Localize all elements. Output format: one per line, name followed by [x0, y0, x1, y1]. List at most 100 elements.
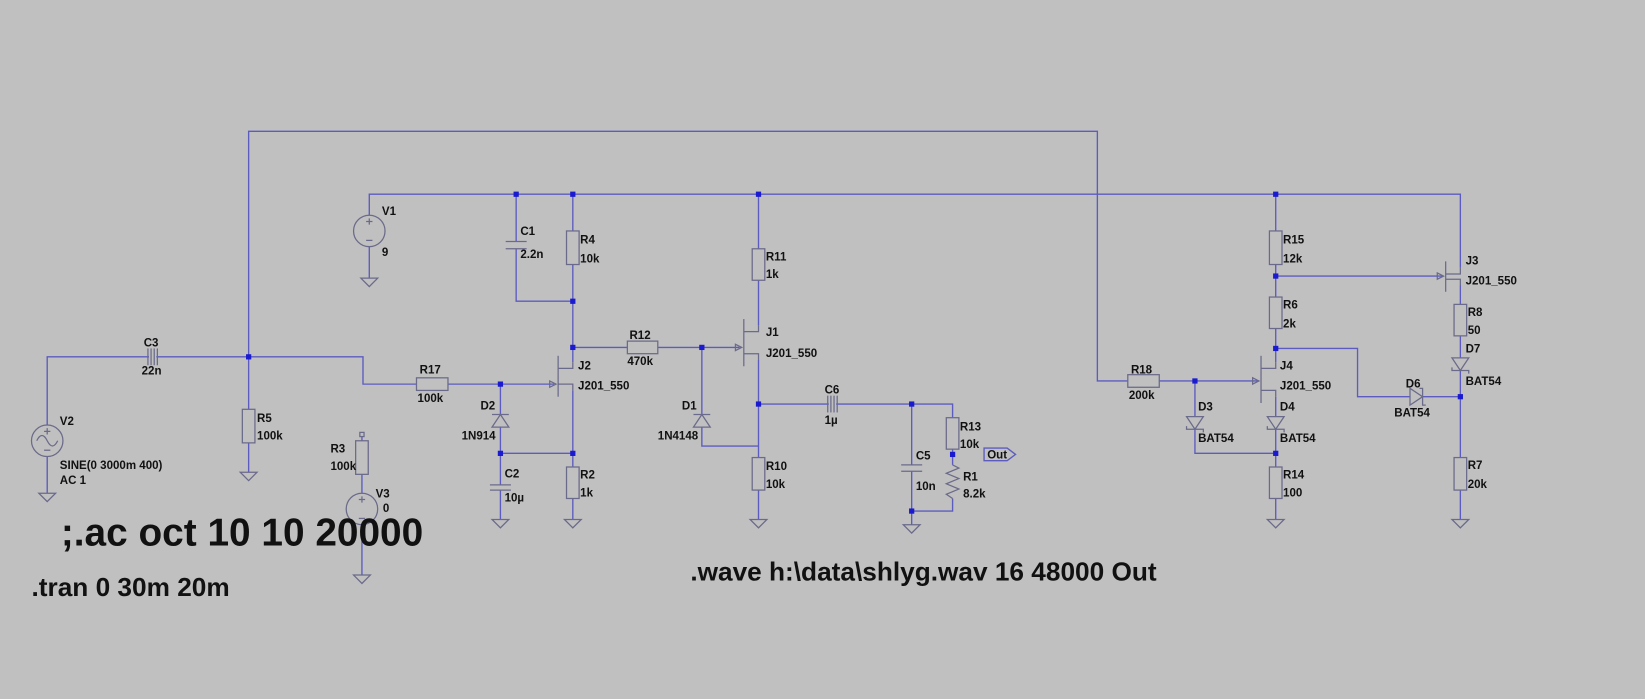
jfet[interactable] — [1436, 261, 1461, 292]
resistor[interactable] — [751, 248, 766, 281]
label-r5-value[interactable]: 100k — [257, 431, 283, 443]
label-r2-value[interactable]: 1k — [580, 487, 593, 499]
label-c6-value[interactable]: 1µ — [825, 415, 838, 427]
diode[interactable] — [1409, 387, 1426, 407]
label-r6-value[interactable]: 2k — [1283, 318, 1296, 330]
label-r4-value[interactable]: 10k — [580, 253, 600, 265]
label-d3-value[interactable]: BAT54 — [1198, 433, 1234, 445]
label-r1-name[interactable]: R1 — [963, 472, 978, 484]
resistor[interactable] — [1268, 296, 1283, 330]
capacitor[interactable] — [147, 348, 158, 366]
label-v2-ac[interactable]: AC 1 — [60, 475, 87, 487]
label-r4-name[interactable]: R4 — [580, 235, 595, 247]
voltage-source[interactable] — [352, 214, 386, 248]
label-d7-value[interactable]: BAT54 — [1466, 376, 1502, 388]
diode[interactable] — [490, 413, 510, 428]
label-r13-value[interactable]: 10k — [960, 439, 980, 451]
label-d6-value[interactable]: BAT54 — [1394, 408, 1430, 420]
label-r5-name[interactable]: R5 — [257, 413, 272, 425]
label-j2-name[interactable]: J2 — [578, 360, 591, 372]
label-r6-name[interactable]: R6 — [1283, 300, 1298, 312]
diode[interactable] — [1450, 357, 1470, 374]
label-r7-name[interactable]: R7 — [1468, 460, 1483, 472]
label-c6-name[interactable]: C6 — [825, 385, 840, 397]
label-d1-value[interactable]: 1N4148 — [658, 431, 699, 443]
resistor[interactable] — [1453, 303, 1468, 337]
label-r12-name[interactable]: R12 — [629, 330, 650, 342]
resistor[interactable] — [355, 440, 369, 475]
label-c2-value[interactable]: 10µ — [505, 493, 524, 505]
label-c5-value[interactable]: 10n — [916, 481, 936, 493]
label-j3-name[interactable]: J3 — [1466, 256, 1479, 268]
label-d6-name[interactable]: D6 — [1406, 378, 1421, 390]
resistor[interactable] — [241, 408, 256, 444]
label-r8-value[interactable]: 50 — [1468, 325, 1481, 337]
jfet[interactable] — [1252, 355, 1277, 404]
label-r11-name[interactable]: R11 — [766, 251, 787, 263]
capacitor[interactable] — [505, 240, 527, 250]
jfet[interactable] — [549, 355, 574, 397]
label-r1-value[interactable]: 8.2k — [963, 488, 986, 500]
label-d2-value[interactable]: 1N914 — [462, 431, 497, 443]
label-r18-value[interactable]: 200k — [1129, 390, 1155, 402]
label-r10-value[interactable]: 10k — [766, 479, 786, 491]
capacitor[interactable] — [901, 464, 923, 472]
label-r2-name[interactable]: R2 — [580, 470, 595, 482]
resistor[interactable] — [1453, 456, 1468, 491]
label-j1-name[interactable]: J1 — [766, 327, 779, 339]
diode[interactable] — [1185, 416, 1205, 433]
resistor-r1[interactable] — [944, 464, 961, 499]
resistor[interactable] — [1127, 374, 1160, 388]
label-r14-name[interactable]: R14 — [1283, 470, 1305, 482]
resistor[interactable] — [565, 466, 580, 500]
label-r18-name[interactable]: R18 — [1131, 365, 1153, 377]
label-d4-name[interactable]: D4 — [1280, 401, 1295, 413]
label-j4-value[interactable]: J201_550 — [1280, 380, 1331, 392]
capacitor[interactable] — [827, 395, 838, 413]
resistor[interactable] — [751, 456, 766, 491]
resistor[interactable] — [415, 377, 449, 392]
voltage-source[interactable] — [345, 492, 379, 526]
label-d1-name[interactable]: D1 — [682, 400, 697, 412]
label-v3-name[interactable]: V3 — [376, 488, 390, 500]
diode[interactable] — [692, 413, 712, 428]
label-c1-value[interactable]: 2.2n — [520, 249, 543, 261]
net-label-out[interactable]: Out — [983, 447, 1017, 462]
directive-tran[interactable]: .tran 0 30m 20m — [31, 572, 229, 602]
label-r17-value[interactable]: 100k — [418, 393, 444, 405]
label-v2-name[interactable]: V2 — [60, 416, 74, 428]
label-d4-value[interactable]: BAT54 — [1280, 433, 1316, 445]
label-r17-name[interactable]: R17 — [420, 365, 441, 377]
resistor[interactable] — [1268, 466, 1283, 500]
resistor[interactable] — [565, 230, 580, 266]
label-j4-name[interactable]: J4 — [1280, 360, 1293, 372]
label-v1-name[interactable]: V1 — [382, 206, 397, 218]
label-r12-value[interactable]: 470k — [627, 356, 653, 368]
directive-ac[interactable]: ;.ac oct 10 10 20000 — [61, 512, 423, 555]
label-j3-value[interactable]: J201_550 — [1466, 275, 1517, 287]
diode[interactable] — [1266, 416, 1286, 433]
label-c2-name[interactable]: C2 — [505, 468, 520, 480]
label-r15-name[interactable]: R15 — [1283, 235, 1305, 247]
label-j2-value[interactable]: J201_550 — [578, 380, 629, 392]
label-c3-name[interactable]: C3 — [144, 337, 159, 349]
jfet[interactable] — [734, 319, 760, 367]
sine-source[interactable] — [30, 424, 64, 458]
label-r14-value[interactable]: 100 — [1283, 487, 1302, 499]
label-j1-value[interactable]: J201_550 — [766, 348, 817, 360]
label-r11-value[interactable]: 1k — [766, 269, 779, 281]
label-r10-name[interactable]: R10 — [766, 461, 787, 473]
label-v2-value[interactable]: SINE(0 3000m 400) — [60, 460, 163, 472]
label-r3-name[interactable]: R3 — [330, 443, 345, 455]
label-r7-value[interactable]: 20k — [1468, 479, 1488, 491]
label-d3-name[interactable]: D3 — [1198, 401, 1213, 413]
label-v1-value[interactable]: 9 — [382, 247, 388, 259]
resistor[interactable] — [945, 417, 960, 450]
label-c3-value[interactable]: 22n — [142, 366, 162, 378]
label-c5-name[interactable]: C5 — [916, 451, 931, 463]
label-d2-name[interactable]: D2 — [480, 400, 495, 412]
directive-wave[interactable]: .wave h:\data\shlyg.wav 16 48000 Out — [690, 556, 1157, 586]
label-r3-value[interactable]: 100k — [330, 461, 356, 473]
